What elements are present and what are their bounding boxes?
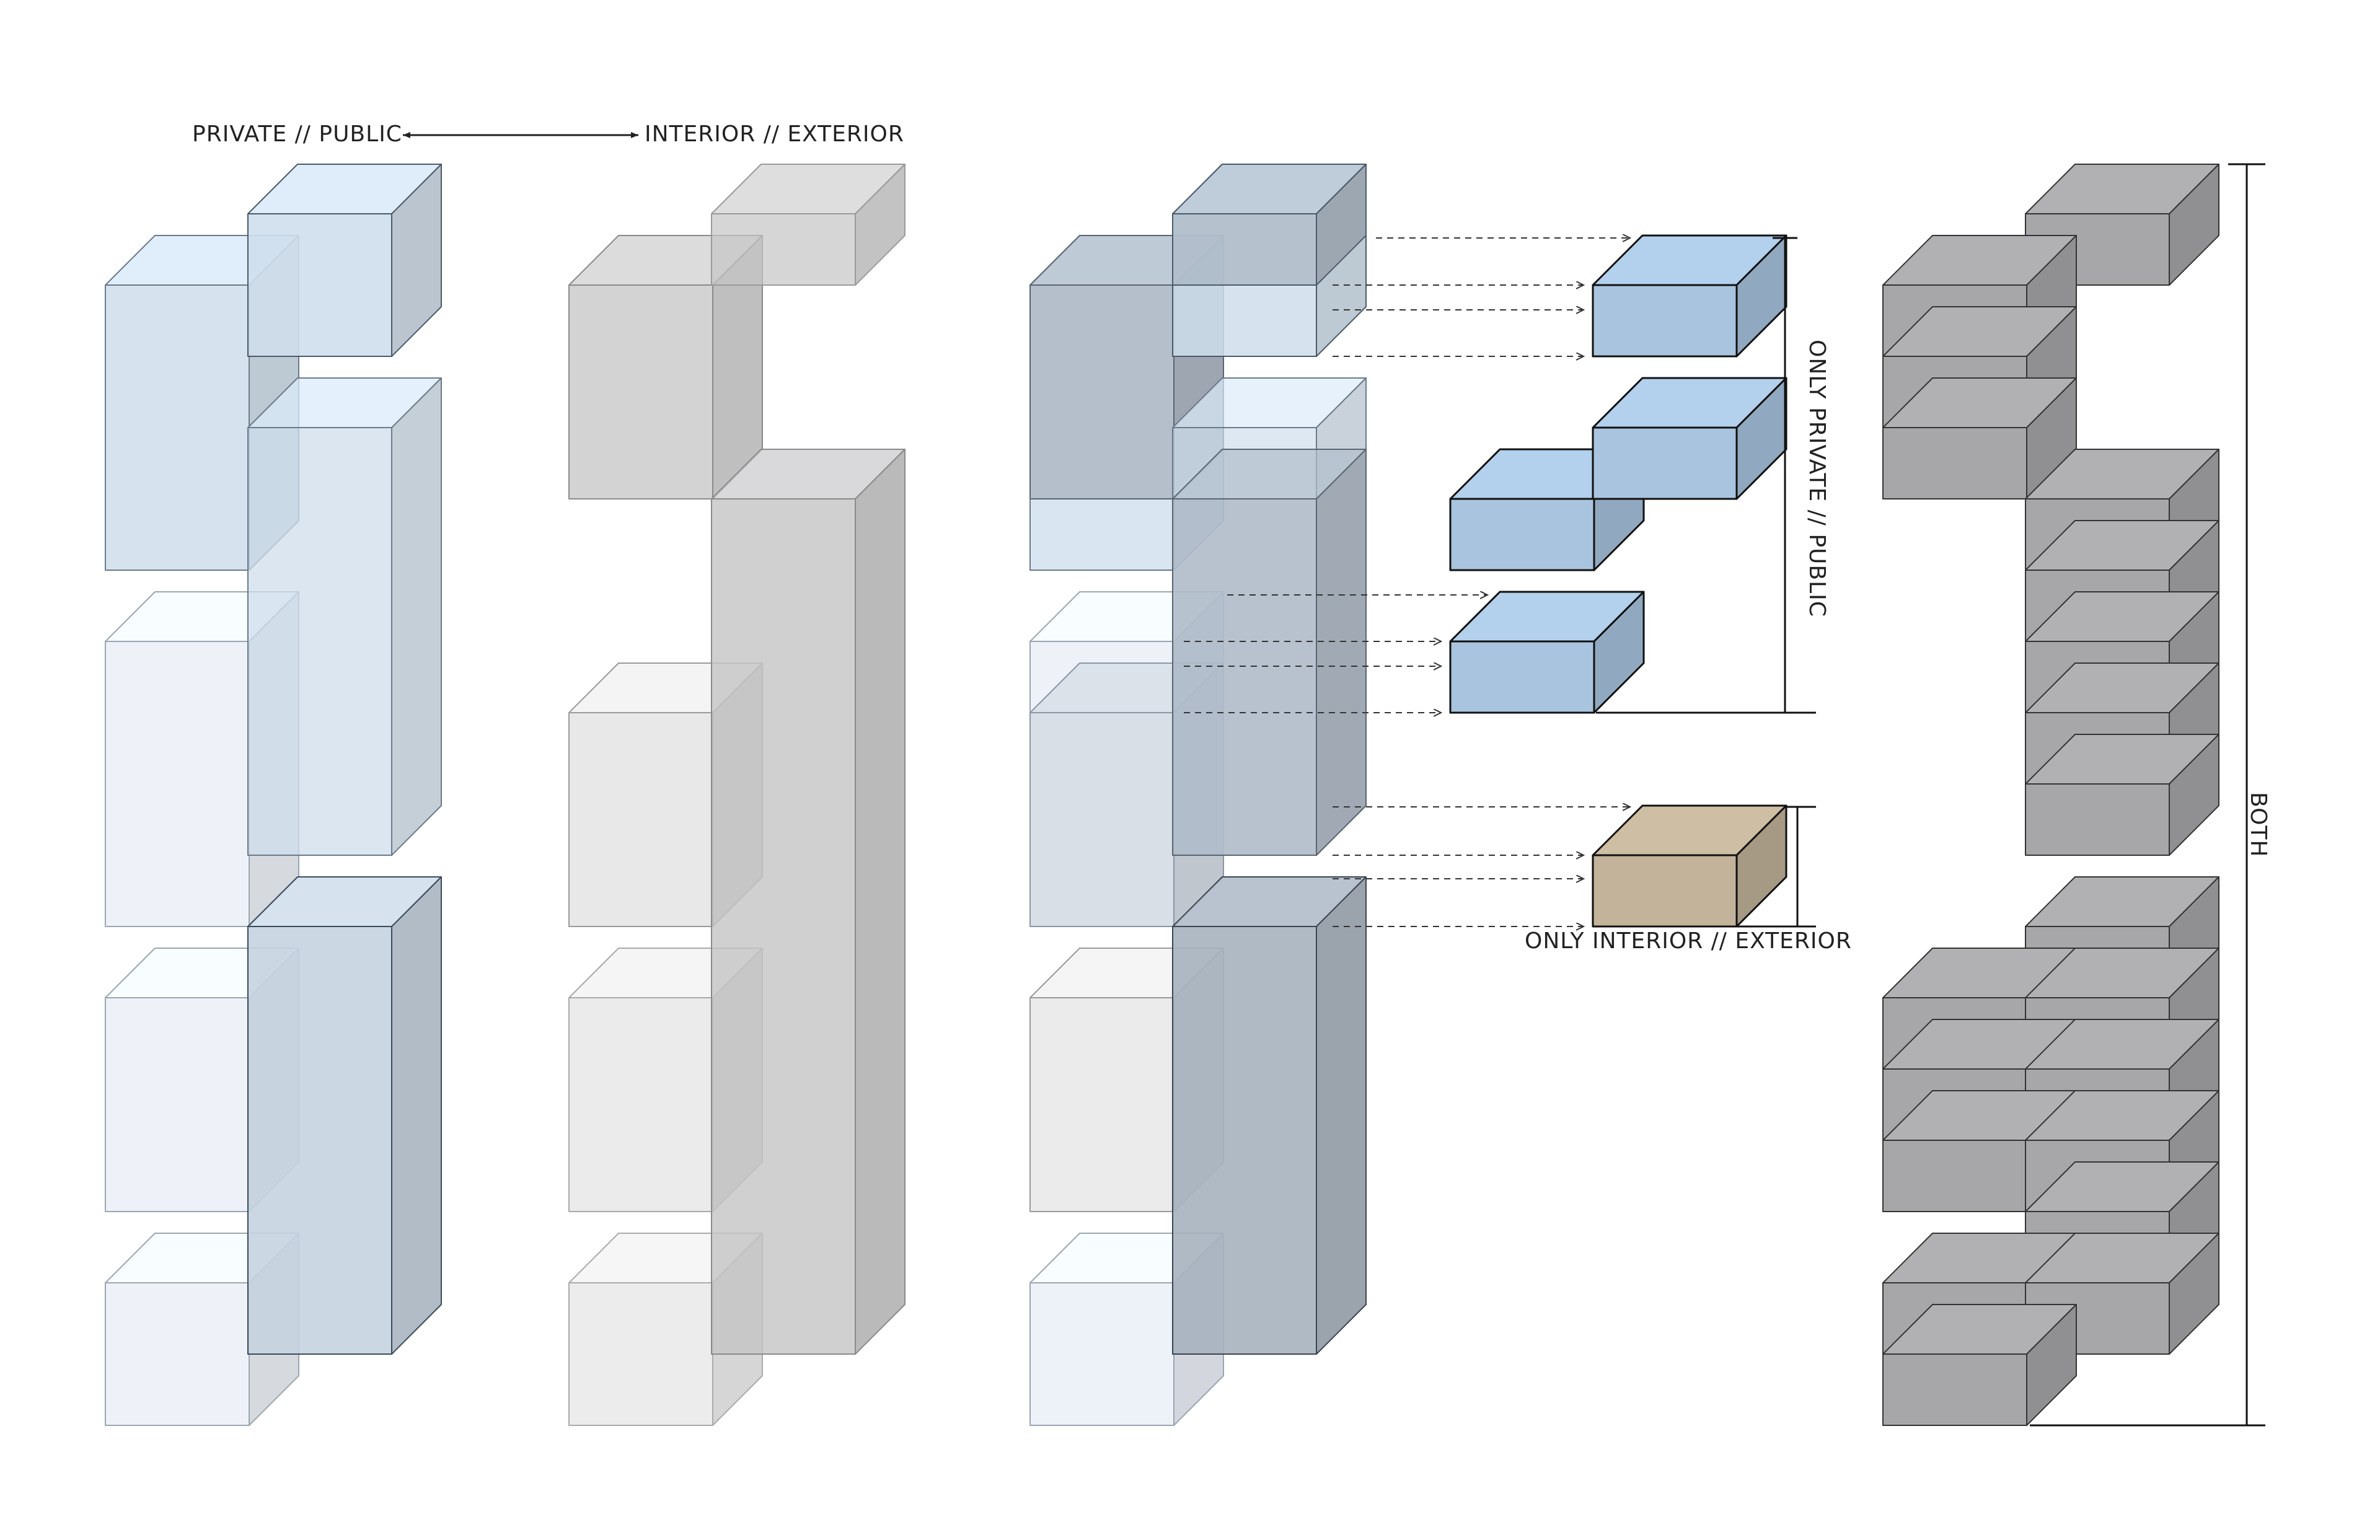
volume [711, 164, 906, 286]
stack-cube [1882, 377, 2077, 499]
volume [711, 449, 906, 1355]
extraction-arrows [1184, 238, 1630, 926]
volume [1172, 449, 1367, 856]
private-public-massing [105, 164, 442, 1426]
extracted-volume [1592, 804, 1787, 928]
extracted-volumes [1449, 234, 1787, 928]
extracted-volume [1449, 591, 1645, 714]
label-interior-exterior: INTERIOR // EXTERIOR [645, 121, 904, 147]
stack-cube [1882, 1304, 2077, 1426]
volume [1172, 876, 1367, 1355]
dimension-lines [1596, 163, 2265, 1427]
volume [1172, 164, 1367, 286]
stack-cube [2025, 449, 2219, 571]
volume [247, 164, 442, 357]
both-stack [1882, 164, 2219, 1426]
label-both: BOTH [2246, 792, 2271, 857]
stack-cube [2025, 734, 2219, 856]
interior-exterior-massing [568, 164, 906, 1426]
extracted-volume [1592, 377, 1787, 500]
label-only-private-public: ONLY PRIVATE // PUBLIC [1804, 340, 1830, 617]
label-only-interior-exterior: ONLY INTERIOR // EXTERIOR [1525, 928, 1852, 954]
extracted-volume [1592, 234, 1787, 358]
label-private-public: PRIVATE // PUBLIC [192, 121, 402, 147]
overlay-massing [1029, 164, 1367, 1426]
volume [247, 876, 442, 1355]
volume [247, 377, 442, 856]
